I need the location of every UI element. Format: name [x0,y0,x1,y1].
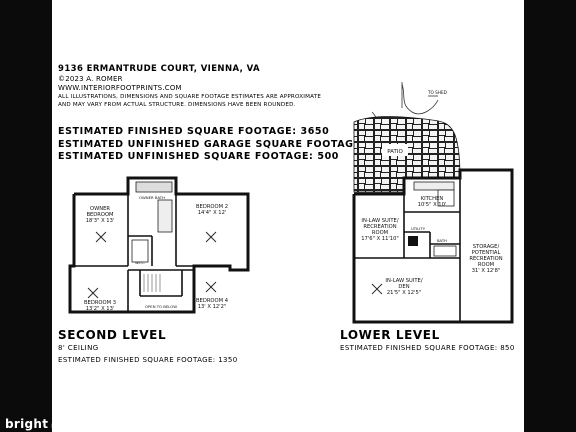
second-level-sqft: ESTIMATED FINISHED SQUARE FOOTAGE: 1350 [58,356,238,364]
bed4-label: BEDROOM 4 [196,298,229,304]
to-shed-label: TO SHED [427,90,447,95]
wic-label: W.I.C. [135,261,145,265]
ceiling-fan-owner-icon [95,231,107,243]
inlaw-rec-label-1: IN-LAW SUITE/ [361,218,398,224]
watermark-suffix: MLS [51,423,68,430]
bath-tub [433,245,457,257]
owner-dim: 18'3" X 13' [86,218,115,224]
lower-level-title: LOWER LEVEL [340,328,440,342]
disclaimer-line-1: ALL ILLUSTRATIONS, DIMENSIONS AND SQUARE… [58,94,322,100]
inlaw-rec-dim: 17'6" X 11'10" [361,236,399,242]
header-block: 9136 ERMANTRUDE COURT, VIENNA, VA ©2023 … [58,64,321,109]
owner-label: OWNER [90,206,110,212]
total-finished-sqft: ESTIMATED FINISHED SQUARE FOOTAGE: 3650 [58,126,330,137]
kitchen-label: KITCHEN [421,196,444,202]
total-unfinished-sqft: ESTIMATED UNFINISHED SQUARE FOOTAGE: 500 [58,151,339,162]
disclaimer-line-2: AND MAY VARY FROM ACTUAL STRUCTURE. DIME… [58,102,296,108]
kitchen-dim: 10'5" X 10' [418,202,447,208]
storage-dim: 31' X 12'8" [472,268,501,274]
second-level-ceiling: 8' CEILING [58,344,99,352]
lower-level-floorplan: TO SHED PATIO [352,82,514,324]
website-line: WWW.INTERIORFOOTPRINTS.COM [58,84,182,92]
owner-label-2: BEDROOM [86,212,113,218]
inlaw-rec-label-2: RECREATION [363,224,396,230]
patio-label: PATIO [387,149,403,155]
bath-label: BATH [437,238,447,243]
lower-level-outer-wall [352,168,514,324]
total-garage-sqft: ESTIMATED UNFINISHED GARAGE SQUARE FOOTA… [58,138,391,150]
utility-equipment [408,236,418,246]
second-level-outer-wall [68,176,250,314]
property-address: 9136 ERMANTRUDE COURT, VIENNA, VA [58,64,260,74]
open-below-label: OPEN TO BELOW [145,304,177,309]
floorplan-page: 9136 ERMANTRUDE COURT, VIENNA, VA ©2023 … [52,0,524,432]
storage-label-2: POTENTIAL [472,250,501,256]
lower-level-caption: LOWER LEVEL ESTIMATED FINISHED SQUARE FO… [340,328,515,352]
den-dim: 21'5" X 12'5" [387,290,421,296]
kitchen-counter [413,181,455,191]
owner-bath-label: OWNER BATH [139,195,165,200]
watermark-brand: bright [5,417,49,431]
bed2-dim: 14'4" X 12' [198,210,227,216]
storage-label-3: RECREATION [469,256,502,262]
left-letterbox [0,0,52,432]
ceiling-fan-bed2-icon [205,231,217,243]
second-level-floorplan: OWNER BEDROOM 18'3" X 13' OWNER BATH BED… [68,176,250,314]
bed3-label: BEDROOM 3 [84,300,116,306]
bed4-dim: 13' X 12'2" [198,304,227,310]
ceiling-fan-bed4-icon [205,281,217,293]
owner-bath-tub [135,181,173,193]
shower [131,239,149,263]
bed3-dim: 13'2" X 13' [86,306,115,312]
second-level-title: SECOND LEVEL [58,328,167,342]
inlaw-rec-label-3: ROOM [372,230,388,236]
square-footage-totals: ESTIMATED FINISHED SQUARE FOOTAGE: 3650 … [58,126,391,164]
lower-level-sqft: ESTIMATED FINISHED SQUARE FOOTAGE: 850 [340,344,515,352]
ceiling-fan-den-icon [371,283,383,295]
bed2-label: BEDROOM 2 [196,204,228,210]
ceiling-fan-bed3-icon [87,287,99,299]
copyright-line: ©2023 A. ROMER [58,75,123,83]
kitchen-range [437,189,455,207]
right-letterbox [524,0,576,432]
den-label-2: DEN [398,284,409,290]
utility-label: UTILITY [411,226,426,231]
second-level-caption: SECOND LEVEL 8' CEILING ESTIMATED FINISH… [58,328,238,364]
storage-label-1: STORAGE/ [473,244,500,250]
vanity [157,199,173,233]
storage-label-4: ROOM [478,262,494,268]
den-label-1: IN-LAW SUITE/ [385,278,422,284]
